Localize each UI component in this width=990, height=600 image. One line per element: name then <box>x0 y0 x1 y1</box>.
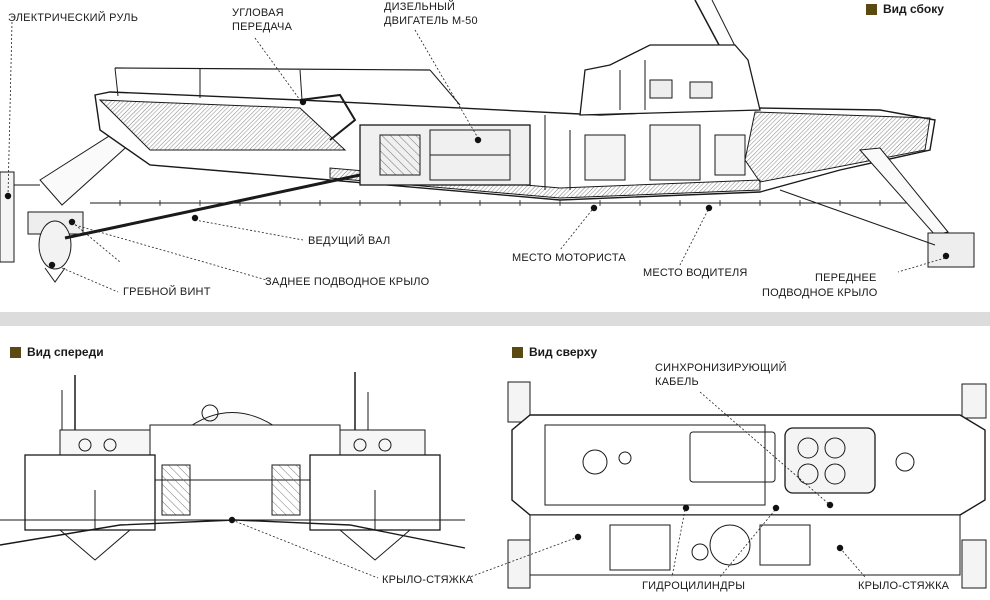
label-front-foil-line2: ПОДВОДНОЕ КРЫЛО <box>762 287 878 299</box>
label-motorist-seat: МЕСТО МОТОРИСТА <box>512 252 626 264</box>
side-view-callouts <box>7 21 946 293</box>
label-front-foil-line1: ПЕРЕДНЕЕ <box>815 272 877 284</box>
side-view-drawing <box>0 0 975 283</box>
view-marker-icon <box>512 346 523 358</box>
front-view-title: Вид спереди <box>10 345 104 359</box>
label-sync-cable-line2: КАБЕЛЬ <box>655 376 699 388</box>
label-wing-tie-top: КРЫЛО-СТЯЖКА <box>858 580 950 592</box>
label-angular-gear-line1: УГЛОВАЯ <box>232 7 284 19</box>
section-separator <box>0 312 990 326</box>
label-rear-foil: ЗАДНЕЕ ПОДВОДНОЕ КРЫЛО <box>265 276 430 288</box>
view-marker-icon <box>866 3 877 15</box>
label-diesel-line2: ДВИГАТЕЛЬ М-50 <box>384 15 478 27</box>
side-view-callout-dots <box>4 98 950 269</box>
view-marker-icon <box>10 346 21 358</box>
top-view-callouts <box>469 391 866 578</box>
label-wing-tie-front: КРЫЛО-СТЯЖКА <box>382 574 474 586</box>
front-view-drawing <box>0 372 466 561</box>
top-view-drawing <box>507 381 987 589</box>
top-view-callout-dots <box>574 501 844 552</box>
label-propeller: ГРЕБНОЙ ВИНТ <box>123 286 211 298</box>
label-electric-rudder: ЭЛЕКТРИЧЕСКИЙ РУЛЬ <box>8 12 139 24</box>
side-view-title: Вид сбоку <box>866 2 944 16</box>
label-driver-seat: МЕСТО ВОДИТЕЛЯ <box>643 267 748 279</box>
label-hydro-cylinders: ГИДРОЦИЛИНДРЫ <box>642 580 746 592</box>
top-view-title: Вид сверху <box>512 345 597 359</box>
label-sync-cable-line1: СИНХРОНИЗИРУЮЩИЙ <box>655 362 787 374</box>
label-angular-gear-line2: ПЕРЕДАЧА <box>232 21 293 33</box>
label-drive-shaft: ВЕДУЩИЙ ВАЛ <box>308 235 391 247</box>
front-callout-dot <box>228 516 236 524</box>
label-diesel-line1: ДИЗЕЛЬНЫЙ <box>384 1 456 13</box>
